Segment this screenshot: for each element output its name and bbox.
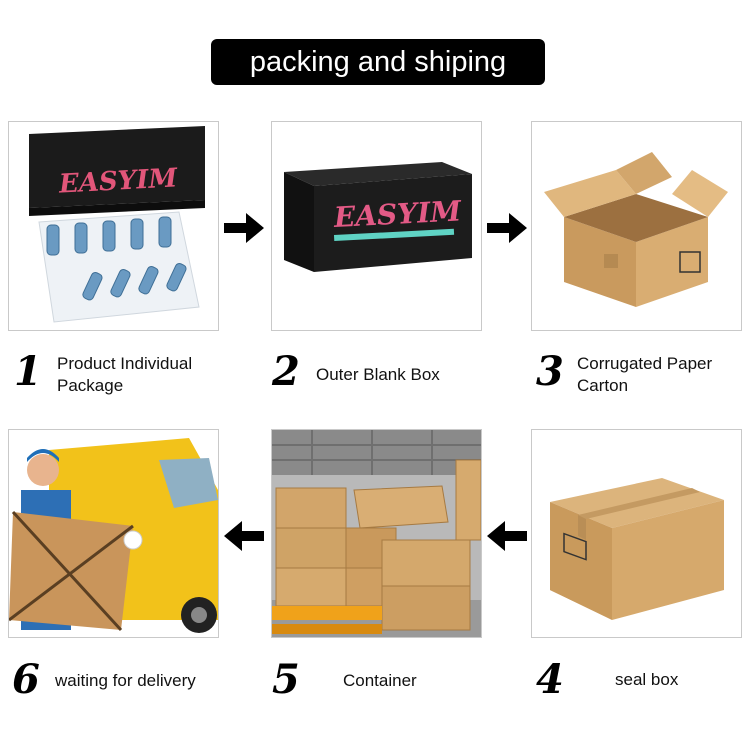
step-label-3-line1: Corrugated Paper — [577, 354, 713, 373]
step-label-5-line1: Container — [343, 671, 417, 690]
step-label-6: waiting for delivery — [55, 670, 196, 692]
page-title: packing and shiping — [211, 39, 545, 85]
step-label-1-line1: Product Individual — [57, 354, 193, 373]
step-label-5: Container — [343, 670, 417, 692]
arrow-right-icon — [224, 213, 264, 243]
corrugated-carton-image — [531, 121, 742, 331]
delivery-image — [8, 429, 219, 638]
step-label-3: Corrugated Paper Carton — [577, 353, 712, 397]
seal-box-image — [531, 429, 742, 638]
arrow-right-icon — [487, 213, 527, 243]
product-package-image: EASYIM — [8, 121, 219, 331]
container-image — [271, 429, 482, 638]
step-label-2-line1: Outer Blank Box — [316, 365, 440, 384]
step-label-6-line1: waiting for delivery — [55, 671, 196, 690]
step-number-6: 6 — [12, 656, 40, 703]
step-number-4: 4 — [536, 656, 564, 703]
step-number-3: 3 — [536, 348, 564, 395]
step-label-3-line2: Carton — [577, 376, 629, 395]
step-label-1-line2: Package — [57, 376, 124, 395]
step-number-1: 1 — [14, 348, 42, 395]
step-label-2: Outer Blank Box — [316, 364, 440, 386]
arrow-left-icon — [487, 521, 527, 551]
step-label-4: seal box — [615, 669, 678, 691]
step-label-4-line1: seal box — [615, 670, 679, 689]
box-brand-text: EASYIM — [57, 163, 179, 199]
outer-box-image: EASYIM — [271, 121, 482, 331]
step-number-5: 5 — [272, 656, 300, 703]
step-number-2: 2 — [272, 348, 300, 395]
outer-box-brand-text: EASYIM — [332, 194, 463, 234]
arrow-left-icon — [224, 521, 264, 551]
step-label-1: Product Individual Package — [57, 353, 192, 397]
